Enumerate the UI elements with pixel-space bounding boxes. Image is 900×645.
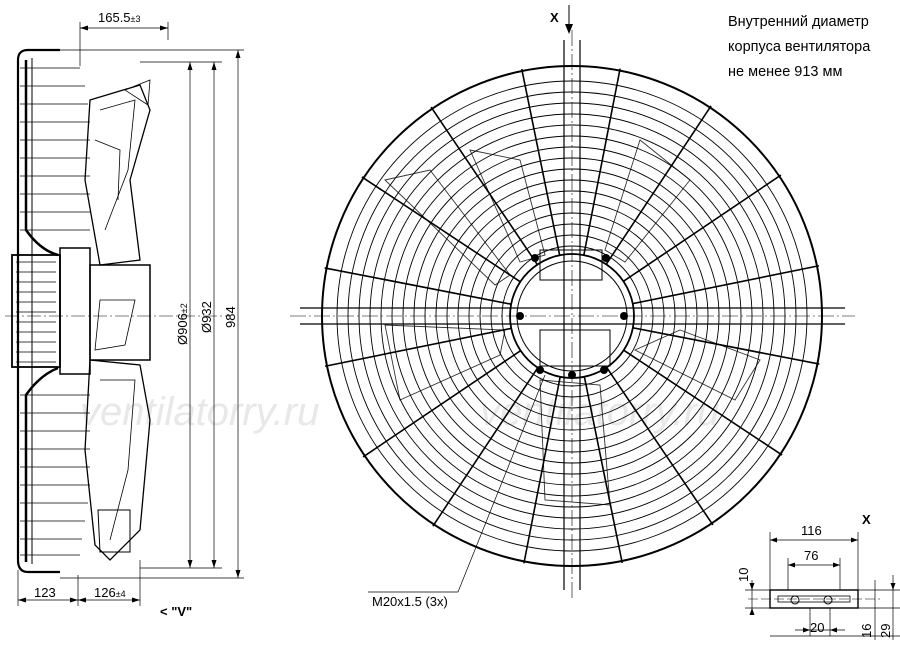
guard-strut <box>606 366 714 526</box>
side-view <box>5 48 230 574</box>
dim-16: 16 <box>859 624 874 638</box>
guard-strut <box>523 376 561 564</box>
section-mark-top: X <box>550 10 559 25</box>
dim-123: 123 <box>34 585 56 600</box>
thread-label: M20x1.5 (3x) <box>372 594 448 609</box>
guard-strut <box>583 68 621 256</box>
side-arrows <box>18 25 241 603</box>
guard-strut <box>430 106 538 266</box>
view-label: < "V" <box>160 604 192 619</box>
front-view <box>290 30 855 600</box>
guard-strut <box>324 327 512 368</box>
side-dimensions <box>17 22 244 606</box>
guard-strut <box>632 264 820 305</box>
watermark: ventilatorry.ru <box>80 390 319 434</box>
guard-strut <box>623 349 783 456</box>
guard-strut <box>622 174 782 282</box>
detail-x <box>745 532 900 640</box>
dim-984: 984 <box>223 306 238 328</box>
note-line-2: корпуса вентилятора <box>728 39 871 55</box>
note-line-3: не менее 913 мм <box>728 64 843 80</box>
guard-strut <box>324 267 512 305</box>
note-line-1: Внутренний диаметр <box>728 14 869 30</box>
guard-strut <box>520 68 561 256</box>
guard-strut <box>605 105 712 265</box>
dim-20: 20 <box>810 620 824 635</box>
guard-strut <box>362 350 522 458</box>
guard-strut <box>583 376 624 564</box>
guard-strut <box>432 367 539 527</box>
diameter-note: Внутренний диаметр корпуса вентилятора н… <box>728 10 898 85</box>
dim-top: 165.5±3 <box>98 10 141 25</box>
dim-d906: Ø906±2 <box>175 303 190 345</box>
dim-116: 116 <box>801 523 822 538</box>
guard-strut <box>632 327 820 365</box>
dim-76: 76 <box>804 548 818 563</box>
detail-title: X <box>862 512 871 527</box>
dim-29: 29 <box>878 624 893 638</box>
dim-d932: Ø932 <box>199 301 214 333</box>
guard-ring <box>468 212 676 420</box>
guard-strut <box>361 176 521 283</box>
dim-126: 126±4 <box>94 585 126 600</box>
dim-10: 10 <box>736 568 751 582</box>
section-arrow-top <box>565 5 573 34</box>
